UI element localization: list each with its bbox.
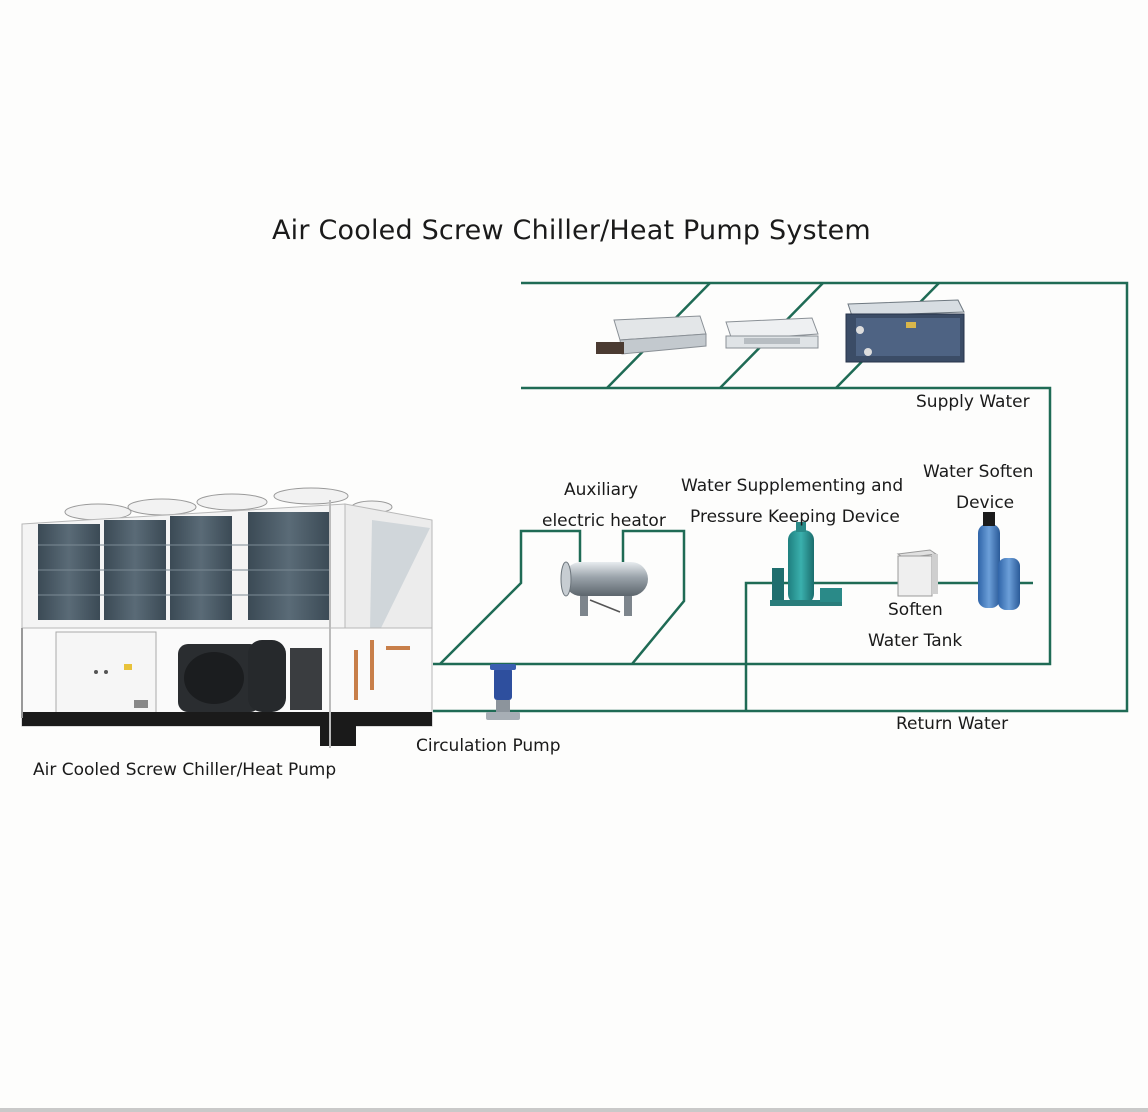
chiller-unit: [21, 487, 433, 748]
circulation-pump-label: Circulation Pump: [416, 736, 561, 756]
cassette-unit: [725, 317, 819, 349]
heater-bypass-pipe: [439, 529, 582, 665]
supply-water-label: Supply Water: [916, 392, 1030, 412]
supplement-label-line2: Pressure Keeping Device: [690, 507, 900, 527]
pressure-keeping-device: [770, 522, 842, 606]
soften-tank-label-line1: Soften: [888, 600, 943, 620]
soften-device-label-line1: Water Soften: [923, 462, 1034, 482]
soften-device-label-line2: Device: [956, 493, 1015, 513]
auxiliary-heater: [560, 561, 648, 616]
soften-tank-label-line2: Water Tank: [868, 631, 963, 651]
supplement-label-line1: Water Supplementing and: [681, 476, 904, 496]
fan-coil-unit: [596, 315, 707, 355]
return-water-label: Return Water: [896, 714, 1009, 734]
aux-heater-label-line1: Auxiliary: [564, 480, 639, 500]
bottom-border: [0, 1108, 1148, 1112]
aux-heater-label-line2: electric heator: [542, 511, 666, 531]
circulation-pump: [486, 664, 520, 720]
supply-water-pipe: [433, 386, 1052, 666]
diagram-title: Air Cooled Screw Chiller/Heat Pump Syste…: [272, 215, 871, 246]
soften-water-tank: [896, 549, 938, 597]
chiller-label: Air Cooled Screw Chiller/Heat Pump: [33, 760, 337, 780]
air-handling-unit: [845, 299, 965, 363]
heater-outlet-pipe: [621, 529, 686, 665]
water-soften-device: [978, 512, 1020, 610]
supply-header-pipe: [433, 281, 1129, 713]
